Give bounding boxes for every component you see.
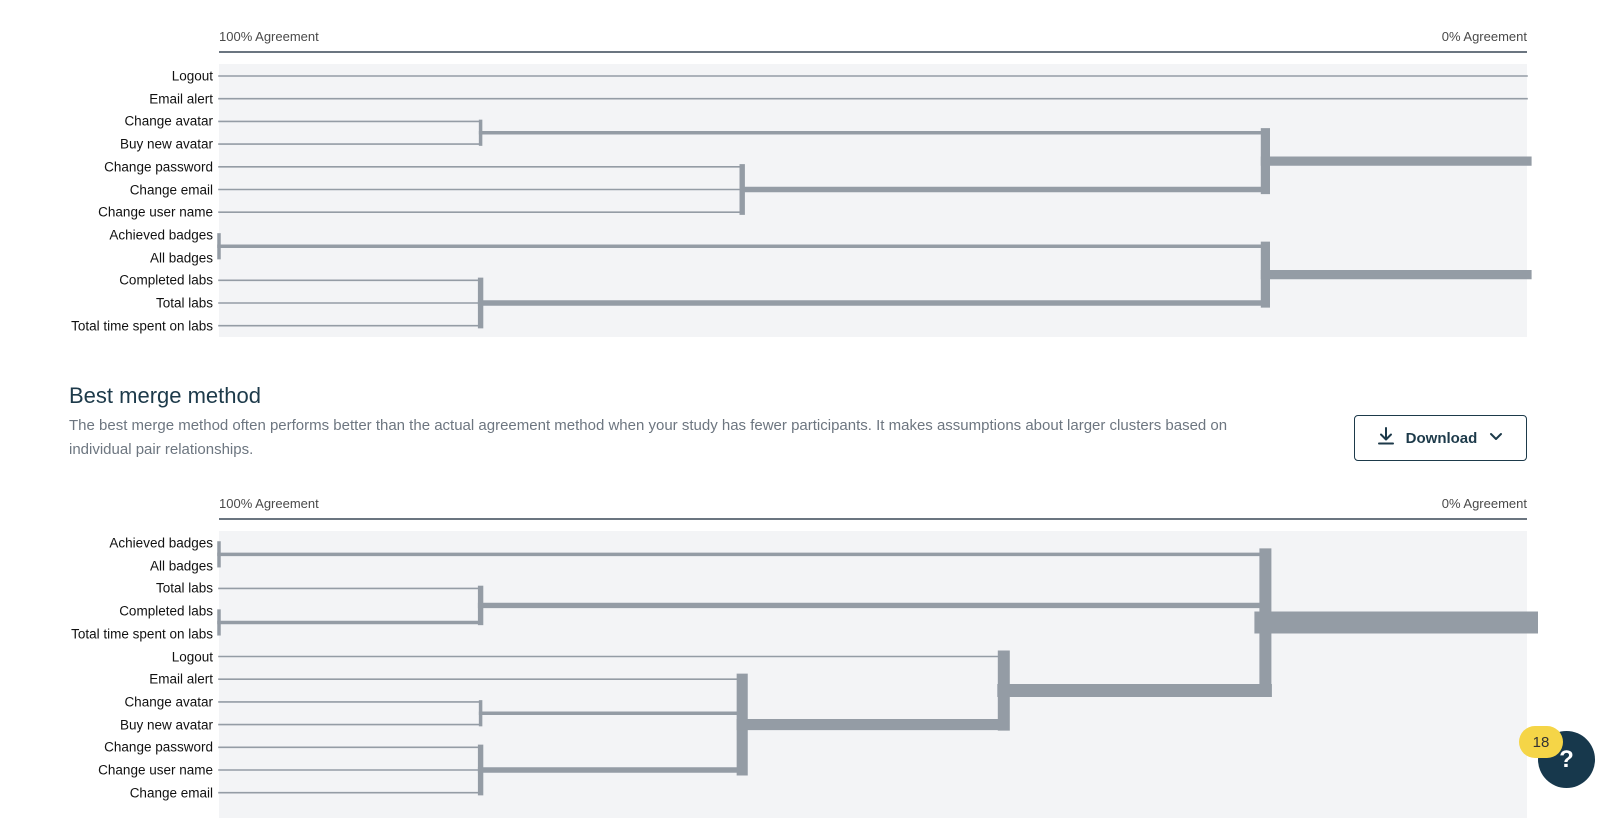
download-icon (1376, 426, 1396, 450)
section-description: The best merge method often performs bet… (69, 417, 1228, 458)
leaf-label: Logout (171, 649, 213, 664)
leaf-label: Buy new avatar (119, 136, 213, 152)
leaf-label: Total time spent on labs (71, 318, 213, 334)
leaf-label: Buy new avatar (119, 717, 213, 733)
plot-background (219, 64, 1527, 337)
leaf-label: Completed labs (119, 272, 213, 288)
leaf-label: Achieved badges (109, 535, 213, 551)
leaf-label: Total time spent on labs (71, 626, 213, 642)
leaf-label: Change email (129, 785, 213, 801)
axis-line (219, 518, 1527, 520)
chevron-down-icon (1487, 427, 1505, 449)
leaf-label: Change avatar (124, 694, 213, 710)
leaf-label: Total labs (155, 295, 213, 311)
leaf-label: Change password (104, 159, 213, 175)
leaf-label: Email alert (149, 91, 213, 107)
help-icon: ? (1559, 745, 1574, 773)
leaf-label: Total labs (155, 580, 213, 596)
leaf-label: Change user name (98, 762, 213, 778)
leaf-label: Logout (171, 68, 213, 84)
leaf-label: Email alert (149, 671, 213, 687)
leaf-label: All badges (149, 250, 213, 266)
download-button[interactable]: Download (1354, 415, 1527, 461)
axis-line (219, 51, 1527, 53)
notification-badge: 18 (1519, 726, 1563, 758)
help-button[interactable]: ? (1538, 731, 1595, 788)
leaf-label: Completed labs (119, 603, 213, 619)
leaf-label: Change email (129, 182, 213, 197)
leaf-label: Change password (104, 739, 213, 755)
leaf-label: Change avatar (124, 113, 213, 129)
axis-left-label: 100% Agreement (219, 29, 319, 44)
axis-left-label: 100% Agreement (219, 496, 319, 511)
leaf-label: All badges (149, 558, 213, 574)
axis-right-label: 0% Agreement (1441, 496, 1527, 511)
leaf-label: Change user name (98, 204, 213, 220)
leaf-label: Achieved badges (109, 227, 213, 243)
axis-right-label: 0% Agreement (1441, 29, 1527, 44)
section-title: Best merge method (69, 383, 261, 408)
download-label: Download (1405, 429, 1478, 447)
